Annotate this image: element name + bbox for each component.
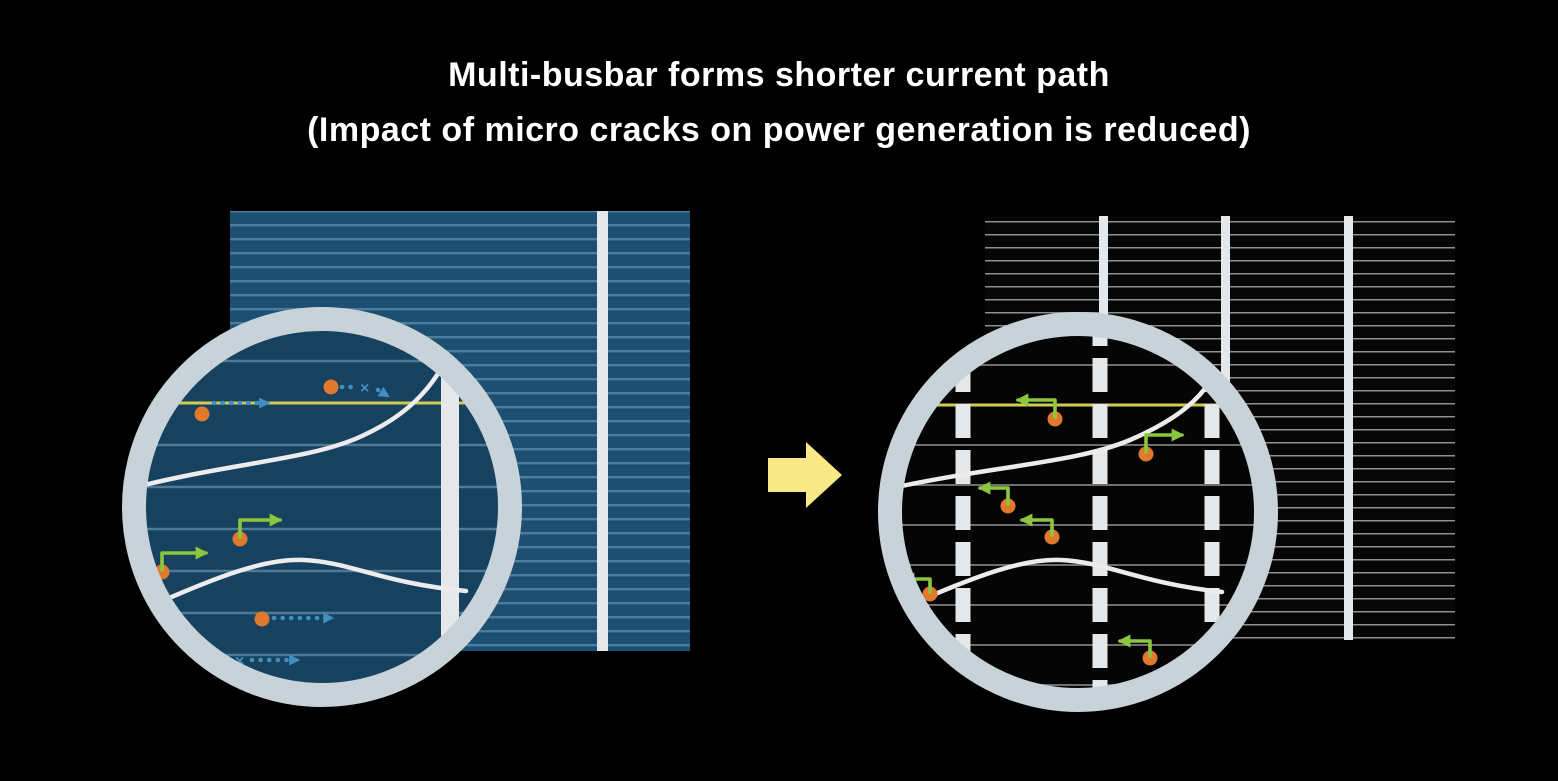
transition-arrow-icon xyxy=(768,442,842,508)
electron-dot xyxy=(1044,529,1060,545)
short-path-arrow xyxy=(1015,393,1057,419)
right-magnifier xyxy=(878,312,1278,712)
left-cell-busbar xyxy=(597,211,608,651)
blocked-x-mark: × xyxy=(235,653,244,670)
left-magnified-busbar xyxy=(441,330,459,684)
electron-dot xyxy=(254,611,270,627)
left-long-path-1 xyxy=(194,397,271,422)
electron-dot xyxy=(232,531,248,547)
left-long-path-3 xyxy=(254,611,335,627)
left-magnifier: × × xyxy=(122,307,522,707)
diagram-title-line1: Multi-busbar forms shorter current path xyxy=(448,56,1110,94)
electron-dot xyxy=(922,586,938,602)
left-crack-lower xyxy=(145,557,469,615)
left-short-path-1 xyxy=(232,513,283,547)
right-crack-lower xyxy=(901,557,1225,615)
electron-dot xyxy=(1047,411,1063,427)
blocked-x-mark: × xyxy=(360,380,369,397)
right-magnifier-ring xyxy=(878,312,1278,712)
electron-dot xyxy=(323,379,339,395)
diagram-title-line2: (Impact of micro cracks on power generat… xyxy=(307,111,1251,150)
diagram-title: Multi-busbar forms shorter current path … xyxy=(0,48,1558,158)
electron-dot xyxy=(194,406,210,422)
right-cell-busbar-3 xyxy=(1344,216,1353,640)
electron-dot xyxy=(1000,498,1016,514)
short-path-arrow xyxy=(238,513,283,539)
electron-dot xyxy=(1138,446,1154,462)
short-path-arrow xyxy=(977,481,1010,506)
electron-dot xyxy=(1142,650,1158,666)
left-magnifier-ring xyxy=(122,307,522,707)
right-short-path-6 xyxy=(1117,634,1158,666)
right-short-path-1 xyxy=(1015,393,1063,427)
long-path-arrow xyxy=(375,386,391,399)
left-magnifier-backdrop xyxy=(134,319,510,695)
left-long-path-2: × xyxy=(323,379,391,399)
right-crack-upper xyxy=(901,363,1221,491)
right-short-path-2 xyxy=(1138,428,1185,462)
right-finger-lines xyxy=(901,335,1255,686)
short-path-arrow xyxy=(1019,513,1054,537)
left-crack-upper xyxy=(145,330,462,491)
short-path-arrow xyxy=(160,546,209,572)
short-path-arrow xyxy=(1144,428,1185,454)
left-magnifier-content: × × xyxy=(145,330,499,684)
short-path-arrow xyxy=(1117,634,1152,658)
right-short-path-4 xyxy=(1019,513,1060,545)
right-short-path-3 xyxy=(977,481,1016,514)
